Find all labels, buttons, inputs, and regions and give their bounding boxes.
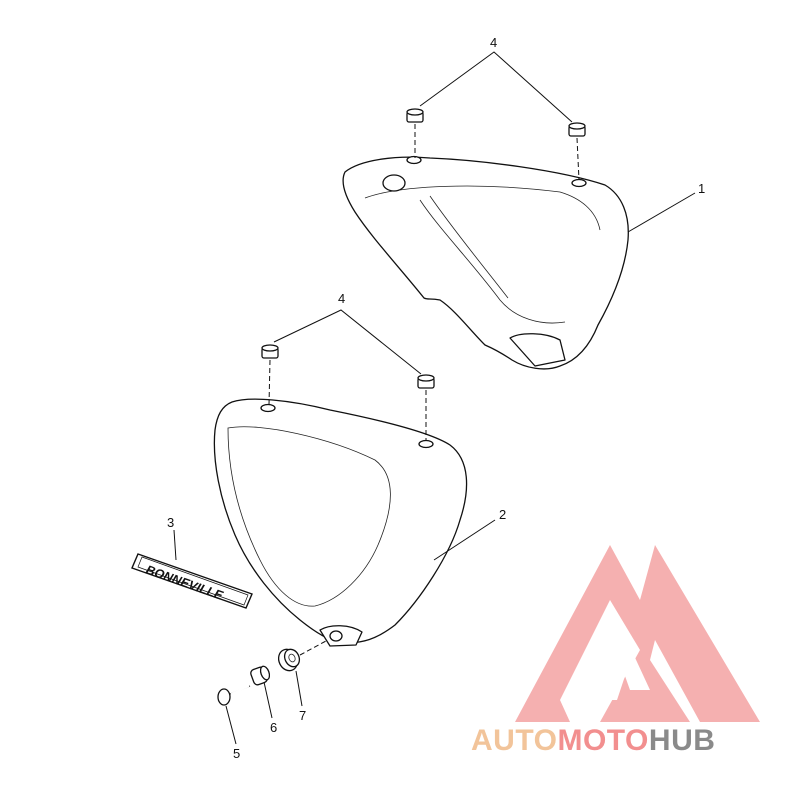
decal-plate: [131, 553, 253, 609]
grommet-upper-right: [568, 122, 586, 137]
dash-guide: [268, 359, 271, 406]
grommet-lower-right: [417, 374, 435, 389]
watermark-auto: AUTO: [471, 724, 557, 757]
side-panel-upper: [342, 155, 629, 370]
callout-7: 7: [299, 708, 306, 723]
upper-panel-outline: [342, 156, 629, 370]
grommet-lower-left: [261, 344, 279, 359]
leader-line-3: [173, 529, 177, 561]
logo-triangle-mark: [515, 545, 760, 722]
leader-line-1: [627, 192, 696, 233]
leader-line-4b: [273, 309, 422, 375]
grommet-rubber: [277, 648, 301, 672]
dash-guide: [299, 640, 327, 656]
bonneville-decal: BONNEVILLE: [131, 553, 253, 609]
watermark-logo-icon: [515, 545, 760, 722]
leader-line-2: [433, 519, 496, 561]
watermark-moto: MOTO: [557, 724, 648, 757]
upper-panel-inner-fold: [419, 199, 566, 324]
side-panel-lower: [213, 398, 468, 647]
upper-panel-mount-2: [571, 178, 587, 188]
logo-inner-cut: [590, 636, 650, 700]
decal-plate-inner: [137, 556, 249, 606]
callout-4-upper: 4: [490, 35, 497, 50]
grommet-group-lower: [261, 309, 435, 441]
upper-panel-hole-left: [382, 174, 406, 192]
callout-3: 3: [167, 515, 174, 530]
lower-panel-inner-line: [227, 426, 391, 607]
callout-2: 2: [499, 507, 506, 522]
callout-6: 6: [270, 720, 277, 735]
callout-5: 5: [233, 746, 240, 761]
lower-panel-outline: [213, 398, 468, 644]
upper-panel-mount-1: [406, 155, 422, 165]
grommet-group-upper: [406, 51, 586, 181]
upper-panel-inner-fold-2: [429, 195, 509, 299]
callout-4-lower: 4: [338, 291, 345, 306]
watermark-text: AUTOMOTOHUB: [471, 724, 715, 757]
screw-shank-inner: [230, 685, 250, 695]
leader-line-7: [295, 670, 303, 707]
callout-1: 1: [698, 181, 705, 196]
upper-panel-lug: [509, 333, 566, 367]
grommet-upper-left: [406, 108, 424, 123]
lower-panel-mount-1: [260, 403, 276, 413]
dash-guide: [576, 137, 580, 181]
spacer: [250, 665, 271, 686]
screw-head: [217, 688, 231, 706]
watermark-hub: HUB: [649, 724, 716, 757]
leader-line-5: [225, 705, 237, 745]
leader-line-4a: [419, 51, 573, 123]
lower-panel-mount-2: [418, 439, 434, 449]
screw: [217, 685, 251, 706]
leader-line-6: [263, 681, 273, 719]
lower-panel-hole: [329, 630, 343, 642]
